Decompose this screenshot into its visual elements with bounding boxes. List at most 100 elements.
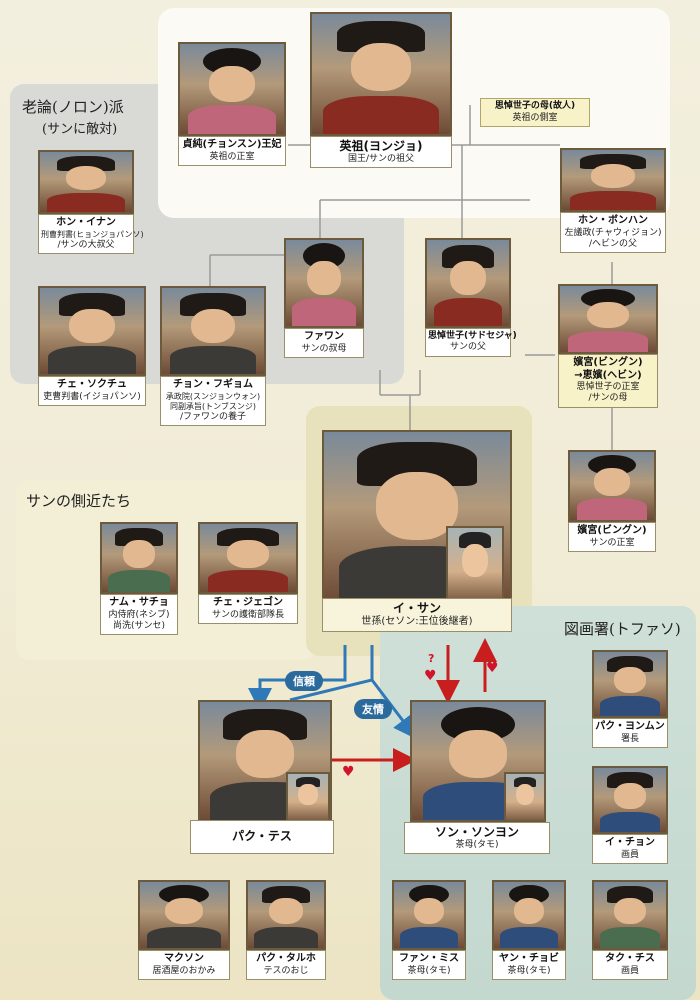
person-name: 思悼世子(サドセジャ) xyxy=(428,331,517,341)
person-name: ナム・サチョ xyxy=(109,597,169,608)
person-role: テスのおじ xyxy=(263,965,309,976)
heart-icon: ♥ xyxy=(424,668,437,684)
person-card-yeongjo: 英祖(ヨンジョ) 国王/サンの祖父 xyxy=(310,12,452,174)
person-role: 内侍府(ネシブ) xyxy=(108,609,170,620)
aides-group-title: サンの側近たち xyxy=(26,492,132,510)
person-role: /サンの母 xyxy=(588,393,628,404)
child-inset-portrait xyxy=(446,526,504,602)
noron-group-subtitle: (サンに敵対) xyxy=(42,122,118,137)
person-name: ヤン・チョビ xyxy=(499,953,559,964)
person-card-park-talho: パク・タルホ テスのおじ xyxy=(246,880,326,986)
person-role: 刑曹判書(ヒョンジョパンソ) xyxy=(41,229,144,239)
portrait xyxy=(425,238,511,328)
person-card-che-sokchu: チェ・ソクチュ 吏曹判書(イジョパンソ) xyxy=(38,286,146,416)
person-card-song-yeon: ソン・ソンヨン 茶母(タモ) xyxy=(404,700,550,858)
portrait xyxy=(38,150,134,214)
portrait xyxy=(100,522,178,594)
person-role: /ファワンの養子 xyxy=(179,411,247,422)
portrait xyxy=(138,880,230,950)
portrait xyxy=(592,650,668,718)
person-role: 英祖の側室 xyxy=(512,112,558,123)
friendship-label: 友情 xyxy=(354,699,392,719)
person-name: ソン・ソンヨン xyxy=(434,825,519,839)
person-role: 国王/サンの祖父 xyxy=(347,154,415,164)
portrait xyxy=(392,880,466,950)
person-card-jeong-hugyeom: チョン・フギョム 承政院(スンジョンウォン) 同副承旨(トンブスンジ) /ファワ… xyxy=(160,286,266,446)
person-card-sado: 思悼世子(サドセジャ) サンの父 xyxy=(425,238,517,366)
portrait xyxy=(568,450,656,522)
person-role: 世孫(セソン:王位後継者) xyxy=(361,616,473,627)
person-role: サンの叔母 xyxy=(301,343,347,354)
tohwaso-group-title: 図画署(トファソ) xyxy=(564,620,681,638)
portrait xyxy=(592,766,668,834)
person-name: ファン・ミス xyxy=(399,953,459,964)
person-name: パク・ヨンムン xyxy=(595,721,665,732)
heart-icon: ♥ xyxy=(342,764,355,780)
person-role: 左議政(チャウィジョン) xyxy=(564,227,662,238)
person-name: 嬪宮(ビングン) xyxy=(577,525,647,536)
portrait xyxy=(310,12,452,136)
person-role: 茶母(タモ) xyxy=(407,965,451,976)
person-name: →恵嬪(ヘビン) xyxy=(574,369,642,381)
portrait xyxy=(410,700,546,822)
person-role: 尚洗(サンセ) xyxy=(112,620,166,631)
person-card-hyebin: 嬪宮(ビングン) →恵嬪(ヘビン) 思悼世子の正室 /サンの母 xyxy=(558,284,658,416)
person-name: 英祖(ヨンジョ) xyxy=(339,139,423,153)
person-card-yang-chobi: ヤン・チョビ 茶母(タモ) xyxy=(492,880,566,986)
person-role: 茶母(タモ) xyxy=(507,965,551,976)
person-name: ホン・ボンハン xyxy=(578,215,648,226)
child-inset-portrait xyxy=(286,772,330,822)
person-role: 吏曹判書(イジョパンソ) xyxy=(43,391,141,402)
person-name: チェ・ソクチュ xyxy=(57,379,127,390)
person-name: 貞純(チョンスン)王妃 xyxy=(182,139,282,150)
portrait xyxy=(492,880,566,950)
person-card-hwang-misu: ファン・ミス 茶母(タモ) xyxy=(392,880,466,986)
portrait xyxy=(38,286,146,376)
person-card-makson: マクソン 居酒屋のおかみ xyxy=(138,880,230,986)
person-role: 画員 xyxy=(620,849,639,860)
person-role: /サンの大叔父 xyxy=(57,239,115,250)
person-role: 署長 xyxy=(620,733,639,744)
person-role: 茶母(タモ) xyxy=(455,840,499,850)
person-role: 承政院(スンジョンウォン) xyxy=(165,391,261,401)
person-name: マクソン xyxy=(164,953,204,964)
portrait xyxy=(560,148,666,212)
person-card-park-yeongmun: パク・ヨンムン 署長 xyxy=(592,650,668,754)
portrait xyxy=(178,42,286,136)
person-name: パク・タルホ xyxy=(256,953,316,964)
person-name: イ・サン xyxy=(392,601,441,615)
person-role: 同副承旨(トンブスンジ) xyxy=(169,401,256,411)
person-role: 居酒屋のおかみ xyxy=(152,965,216,976)
person-role: サンの父 xyxy=(449,342,486,353)
person-name: チョン・フギョム xyxy=(173,379,253,390)
person-card-tak-chisu: タク・チス 画員 xyxy=(592,880,668,986)
person-card-junsun: 貞純(チョンスン)王妃 英祖の正室 xyxy=(178,42,286,172)
person-name: タク・チス xyxy=(605,953,655,964)
person-name: チェ・ジェゴン xyxy=(213,597,283,608)
person-name: パク・テス xyxy=(232,829,292,843)
person-card-hwawan: ファワン サンの叔母 xyxy=(284,238,364,366)
person-card-hong-bonghan: ホン・ボンハン 左議政(チャウィジョン) /ヘビンの父 xyxy=(560,148,666,266)
noron-group-title: 老論(ノロン)派 xyxy=(22,98,124,116)
person-card-nam-sacho: ナム・サチョ 内侍府(ネシブ) 尚洗(サンセ) xyxy=(100,522,178,646)
person-name: 嬪宮(ビングン) xyxy=(573,357,643,368)
person-role: 画員 xyxy=(620,965,639,976)
question-icon: ? xyxy=(428,652,435,665)
portrait xyxy=(592,880,668,950)
person-role: サンの護衛部隊長 xyxy=(211,609,284,620)
portrait xyxy=(284,238,364,328)
person-tag-mother-sado: 思悼世子の母(故人) 英祖の側室 xyxy=(480,98,590,128)
person-card-park-teso: パク・テス xyxy=(190,700,334,856)
person-card-san-wife: 嬪宮(ビングン) サンの正室 xyxy=(568,450,656,558)
portrait xyxy=(558,284,658,354)
heart-icon: ♥ xyxy=(486,660,499,676)
person-name: イ・チョン xyxy=(605,837,655,848)
person-role: /ヘビンの父 xyxy=(588,238,638,249)
trust-label: 信頼 xyxy=(285,671,323,691)
person-card-lee-chon: イ・チョン 画員 xyxy=(592,766,668,870)
person-card-san: イ・サン 世孫(セソン:王位後継者) xyxy=(322,430,512,640)
portrait xyxy=(246,880,326,950)
person-name: 思悼世子の母(故人) xyxy=(494,101,576,111)
child-inset-portrait xyxy=(504,772,546,822)
person-card-hong-inan: ホン・イナン 刑曹判書(ヒョンジョパンソ) /サンの大叔父 xyxy=(38,150,144,262)
